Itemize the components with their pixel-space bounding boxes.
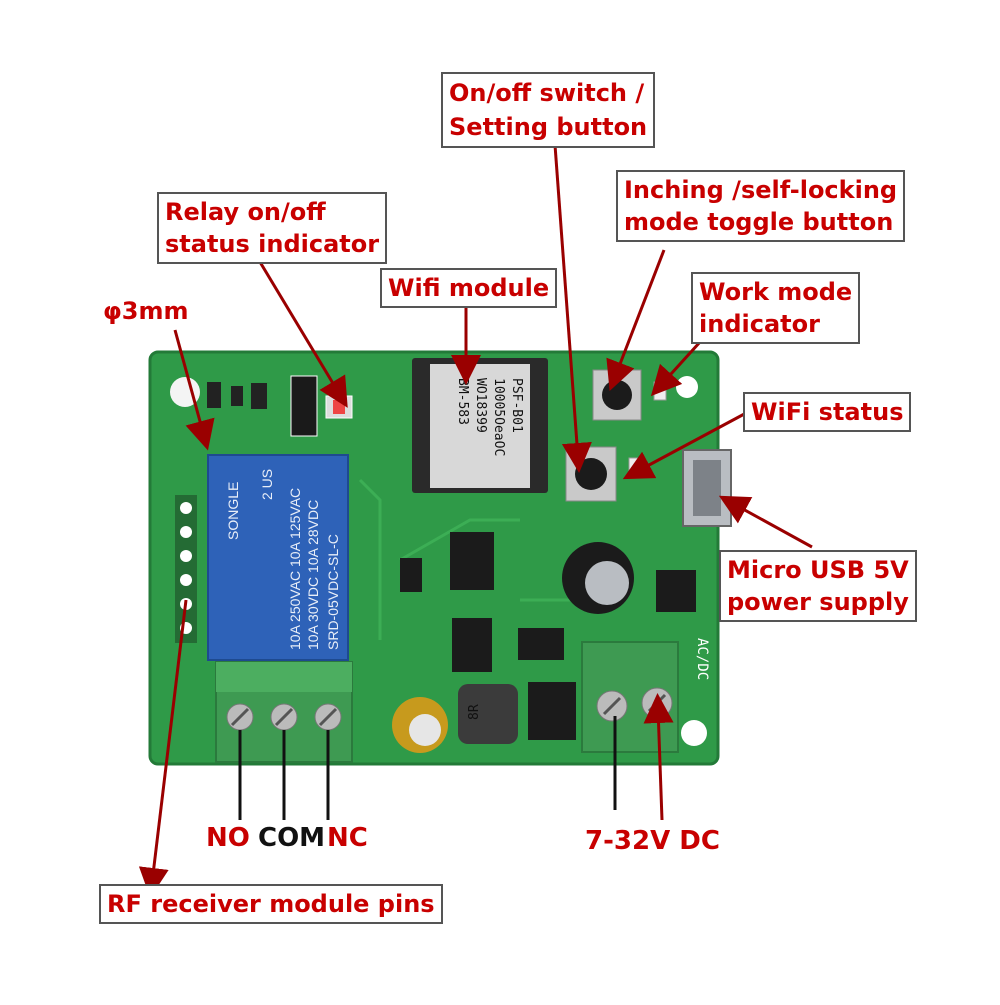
arrow-relay: [258, 261, 348, 408]
relay-label: 10A 250VAC 10A 125VAC: [287, 488, 303, 650]
arrow-wifi-status: [622, 410, 749, 480]
wire-leads: [238, 716, 617, 820]
ic-chips: [400, 532, 696, 740]
label-line: Setting button: [449, 113, 648, 141]
label-micro-usb: Micro USB 5V power supply: [719, 550, 917, 622]
inductor: 8R: [458, 684, 518, 744]
inductor-label: 8R: [467, 704, 482, 720]
relay-label: SONGLE: [225, 482, 241, 540]
label-onoff-switch: On/off switch / Setting button: [441, 72, 656, 148]
label-line: mode toggle button: [624, 208, 894, 236]
label-line: Work mode: [699, 278, 853, 306]
module-label: BM-583: [455, 378, 470, 425]
label-line: Relay on/off: [165, 198, 326, 226]
arrow-rf-pins: [138, 599, 188, 898]
capacitors: [392, 542, 634, 753]
module-label: PSF-B01: [509, 378, 524, 433]
relay-label: 10A 30VDC 10A 28VDC: [305, 500, 321, 650]
wifi-module-chip: PSF-B01 10005OeaOC WO18399 BM-583: [412, 358, 548, 493]
callout-arrows: [138, 144, 813, 898]
relay-label: SRD-05VDC-SL-C: [325, 534, 341, 650]
label-phi: φ3mm: [103, 297, 189, 325]
micro-usb-port: [682, 449, 732, 527]
arrow-phi: [173, 329, 215, 451]
mounting-hole: [681, 720, 707, 746]
label-rf-pins: RF receiver module pins: [99, 884, 443, 924]
arrow-onoff: [553, 144, 592, 473]
acdc-silkscreen: AC/DC: [694, 638, 710, 680]
label-inching-toggle: Inching /self-locking mode toggle button: [616, 170, 906, 242]
arrow-dc: [643, 693, 674, 821]
label-line: indicator: [699, 310, 820, 338]
relay-label: 2 US: [259, 469, 275, 500]
label-nc: NC: [327, 823, 368, 853]
label-line: status indicator: [165, 230, 380, 258]
label-com: COM: [258, 823, 326, 853]
arrow-micro-usb: [718, 495, 813, 549]
label-line: Inching /self-locking: [624, 176, 898, 204]
arrow-work-mode: [650, 340, 702, 397]
label-dc: 7-32V DC: [585, 826, 720, 856]
label-wifi-status: WiFi status: [743, 392, 912, 432]
label-line: On/off switch /: [449, 79, 645, 107]
label-relay-indicator: Relay on/off status indicator: [157, 192, 388, 264]
relay: SONGLE 10A 250VAC 10A 125VAC 10A 30VDC 1…: [207, 454, 349, 661]
label-work-mode: Work mode indicator: [691, 272, 861, 344]
rf-header: [175, 495, 197, 643]
mounting-hole: [676, 376, 698, 398]
module-label: WO18399: [473, 378, 488, 433]
arrow-inching: [606, 249, 666, 391]
label-line: Micro USB 5V: [727, 556, 909, 584]
module-label: 10005OeaOC: [491, 378, 506, 456]
label-line: power supply: [727, 588, 909, 616]
label-wifi-module: Wifi module: [380, 268, 558, 308]
label-no: NO: [206, 823, 250, 853]
